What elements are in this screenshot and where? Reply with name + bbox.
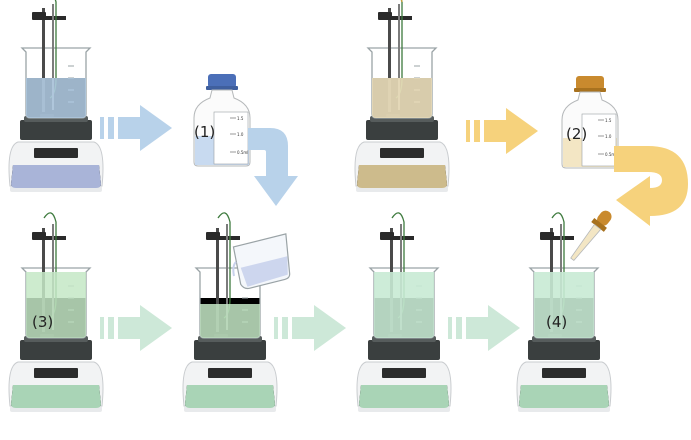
reagent-bottle-icon: 1.5 1.0 0.5ml [193, 74, 251, 167]
step-label-2: (2) [566, 125, 587, 143]
bottle1-mark-3: 0.5ml [237, 150, 248, 155]
flow-arrow-icon [466, 108, 538, 154]
step-label-3: (3) [32, 313, 53, 331]
step-label-1: (1) [194, 123, 215, 141]
flow-arrow-icon [614, 146, 688, 226]
bottle1-mark-2: 1.0 [237, 132, 244, 137]
bottle2-mark-1: 1.5 [605, 118, 612, 123]
pouring-beaker-icon [232, 233, 291, 290]
flow-arrow-icon [100, 105, 172, 151]
bottle2-mark-3: 0.5ml [605, 152, 616, 157]
bottle2-mark-2: 1.0 [605, 134, 612, 139]
reagent-bottle-icon: 1.5 1.0 0.5ml [561, 76, 619, 169]
stirrer-setup-green-1 [8, 212, 104, 413]
flow-arrow-icon [448, 305, 520, 351]
stirrer-setup-green-3 [356, 212, 452, 413]
bottle1-mark-1: 1.5 [237, 116, 244, 121]
flow-arrow-icon [100, 305, 172, 351]
blue-setup-colors [11, 78, 101, 188]
stirrer-setup-green-2 [182, 212, 278, 413]
flow-arrow-icon [248, 128, 298, 206]
dropper-icon [570, 210, 612, 261]
step-label-4: (4) [546, 313, 567, 331]
flow-arrow-icon [274, 305, 346, 351]
stirrer-setup-green-4 [516, 212, 612, 413]
stirrer-setup-yellow [354, 0, 450, 193]
